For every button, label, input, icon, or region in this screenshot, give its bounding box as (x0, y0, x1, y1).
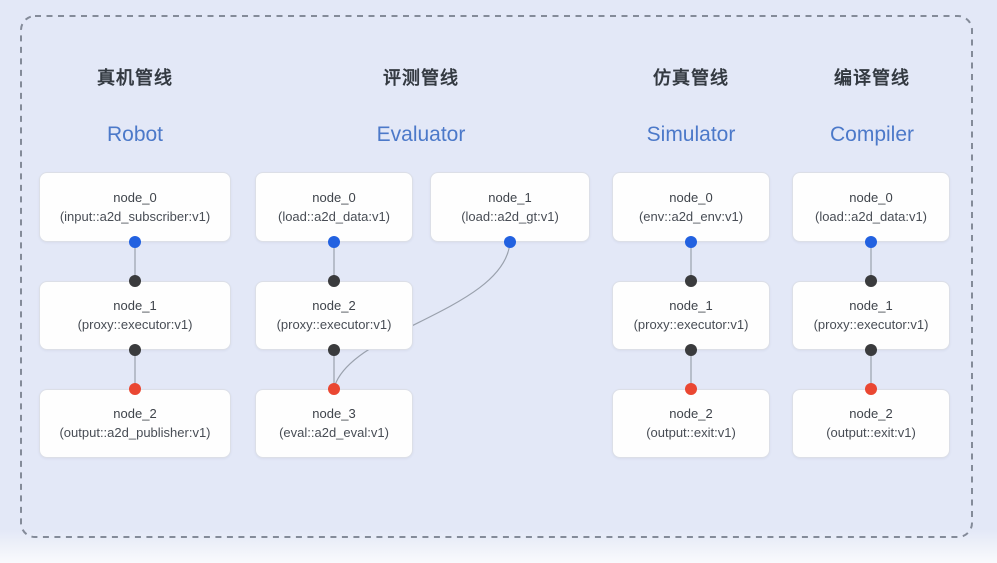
pipeline-title-zh-robot: 真机管线 (97, 68, 173, 88)
node-type: (load::a2d_data:v1) (814, 208, 928, 224)
node-box-compiler-node2: node_2 (output::exit:v1) (792, 389, 950, 458)
node-type: (eval::a2d_eval:v1) (279, 425, 389, 440)
node-name: node_3 (312, 406, 356, 421)
port-dot-red (328, 383, 340, 395)
node-type: (output::exit:v1) (826, 425, 916, 440)
node-name: node_1 (849, 298, 893, 313)
node-box-evaluator-node3: node_3 (eval::a2d_eval:v1) (255, 389, 413, 458)
node-box-evaluator-node1: node_1 (load::a2d_gt:v1) (430, 172, 590, 242)
node-type: (load::a2d_gt:v1) (461, 208, 559, 224)
node-box-simulator-node1: node_1 (proxy::executor:v1) (612, 281, 770, 350)
node-box-robot-node0: node_0 (input::a2d_subscriber:v1) (39, 172, 231, 242)
port-dot-black (685, 344, 697, 356)
port-dot-black (685, 275, 697, 287)
port-dot-blue (328, 236, 340, 248)
port-dot-black (129, 344, 141, 356)
port-dot-red (685, 383, 697, 395)
port-dot-blue (129, 236, 141, 248)
node-name: node_0 (312, 189, 356, 205)
pipeline-title-en-evaluator: Evaluator (376, 123, 466, 146)
pipeline-title-en-compiler: Compiler (829, 123, 915, 146)
node-type: (load::a2d_data:v1) (277, 208, 391, 224)
port-dot-black (328, 344, 340, 356)
node-type: (proxy::executor:v1) (633, 317, 749, 332)
dashed-border (20, 15, 973, 538)
pipeline-title-zh-simulator: 仿真管线 (653, 68, 729, 88)
node-box-robot-node1: node_1 (proxy::executor:v1) (39, 281, 231, 350)
node-type: (input::a2d_subscriber:v1) (59, 208, 211, 224)
port-dot-black (865, 275, 877, 287)
node-box-compiler-node1: node_1 (proxy::executor:v1) (792, 281, 950, 350)
node-name: node_0 (849, 189, 893, 205)
pipeline-title-en-robot: Robot (106, 123, 164, 146)
node-name: node_2 (849, 406, 893, 421)
port-dot-black (328, 275, 340, 287)
node-name: node_0 (669, 189, 713, 205)
port-dot-blue (685, 236, 697, 248)
node-box-simulator-node2: node_2 (output::exit:v1) (612, 389, 770, 458)
edge-curve (333, 241, 511, 389)
port-dot-red (129, 383, 141, 395)
node-box-compiler-node0: node_0 (load::a2d_data:v1) (792, 172, 950, 242)
pipeline-title-en-simulator: Simulator (646, 123, 736, 146)
pipeline-title-zh-evaluator: 评测管线 (383, 68, 459, 88)
port-dot-black (129, 275, 141, 287)
node-type: (env::a2d_env:v1) (638, 208, 744, 224)
node-name: node_2 (669, 406, 713, 421)
node-box-simulator-node0: node_0 (env::a2d_env:v1) (612, 172, 770, 242)
port-dot-black (865, 344, 877, 356)
node-name: node_0 (113, 189, 157, 205)
node-box-robot-node2: node_2 (output::a2d_publisher:v1) (39, 389, 231, 458)
port-dot-blue (865, 236, 877, 248)
node-name: node_1 (669, 298, 713, 313)
node-type: (output::exit:v1) (646, 425, 736, 440)
pipeline-title-zh-compiler: 编译管线 (834, 68, 910, 88)
node-box-evaluator-node0: node_0 (load::a2d_data:v1) (255, 172, 413, 242)
node-type: (proxy::executor:v1) (77, 317, 193, 332)
node-box-evaluator-node2: node_2 (proxy::executor:v1) (255, 281, 413, 350)
node-name: node_1 (113, 298, 157, 313)
node-name: node_2 (312, 298, 356, 313)
node-type: (proxy::executor:v1) (813, 317, 929, 332)
node-name: node_1 (488, 189, 532, 205)
node-name: node_2 (113, 406, 157, 421)
node-type: (proxy::executor:v1) (276, 317, 392, 332)
node-type: (output::a2d_publisher:v1) (59, 425, 211, 440)
port-dot-blue (504, 236, 516, 248)
port-dot-red (865, 383, 877, 395)
